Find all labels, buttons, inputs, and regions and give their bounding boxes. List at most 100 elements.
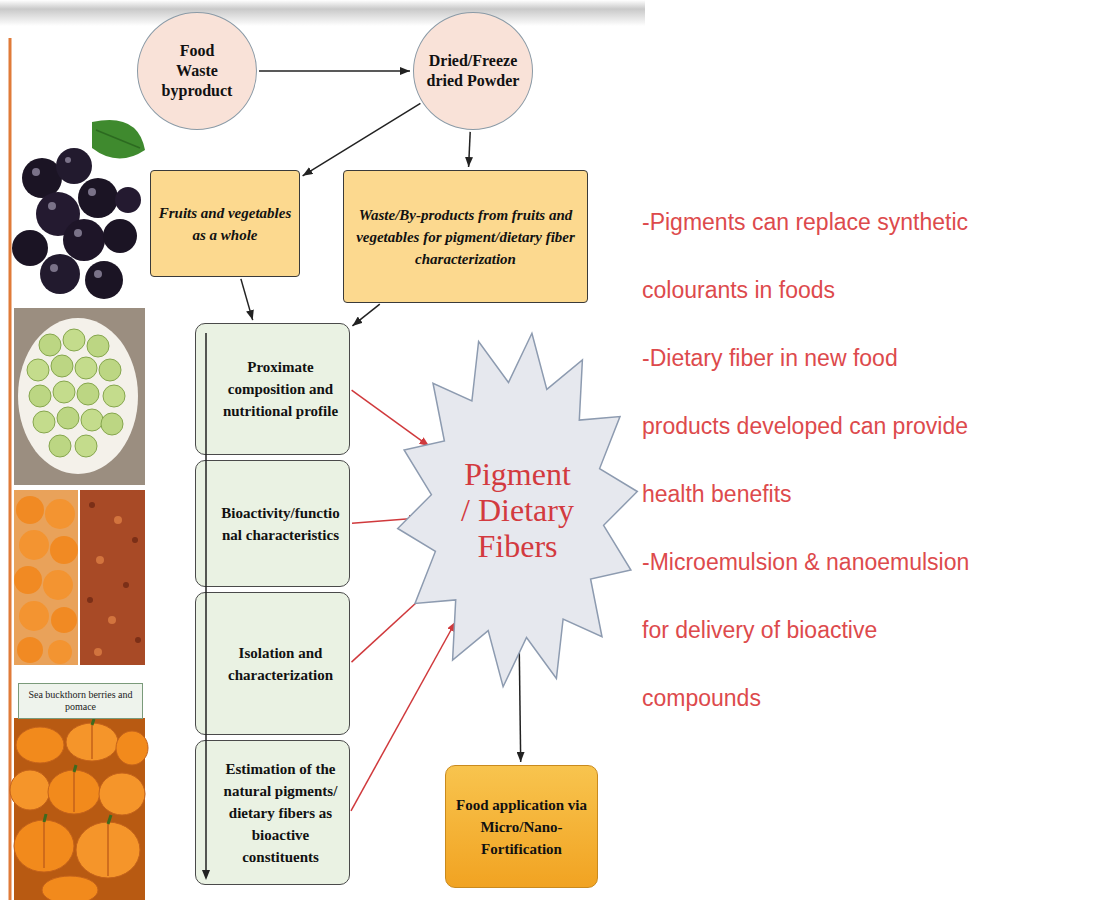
pumpkin	[116, 731, 148, 765]
berry	[27, 359, 49, 381]
highlight	[50, 264, 58, 272]
berry	[45, 499, 75, 529]
pomace-grain	[114, 516, 122, 524]
starburst-shape	[398, 333, 638, 686]
pomace-grain	[94, 648, 102, 656]
blackcurrant-photo	[12, 115, 145, 305]
berry	[53, 381, 75, 403]
highlight	[48, 202, 56, 210]
step-box: Bioactivity/functional characteristics	[195, 460, 350, 587]
berry	[115, 187, 141, 213]
berry	[19, 601, 49, 631]
berry	[63, 329, 85, 351]
pumpkin	[42, 876, 98, 900]
source-circle: Food Waste byproduct	[137, 12, 257, 130]
note-text: -Microemulsion & nanoemulsion for delive…	[642, 528, 982, 732]
berry	[12, 230, 48, 266]
pomace-grain	[89, 502, 95, 508]
pomace-grain	[135, 637, 141, 643]
berry	[17, 637, 43, 663]
sequence-arrow	[205, 333, 207, 872]
node-text: Proximate composition and nutritional pr…	[218, 356, 343, 422]
node-text: Bioactivity/functional characteristics	[218, 502, 343, 546]
pumpkin	[16, 727, 64, 763]
input-box: Waste/By-products from fruits and vegeta…	[343, 170, 588, 303]
feed-arrow	[352, 390, 430, 446]
berry	[56, 148, 92, 184]
berry	[75, 435, 97, 457]
sea-buckthorn-photo	[14, 490, 145, 665]
step-box: Estimation of the natural pigments/ diet…	[195, 740, 350, 885]
flow-arrow	[259, 70, 410, 72]
input-box: Fruits and vegetables as a whole	[150, 170, 300, 277]
starburst: Pigment / Dietary Fibers	[395, 330, 640, 690]
node-text: Food application via Micro/Nano-Fortific…	[452, 794, 591, 860]
berry	[33, 411, 55, 433]
flow-arrow	[469, 132, 471, 167]
top-shadow	[0, 0, 645, 26]
highlight	[74, 229, 82, 237]
pomace-grain	[123, 582, 129, 588]
note-column: -Pigments can replace synthetic colouran…	[642, 188, 982, 732]
berry	[103, 385, 125, 407]
node-text: Sea buckthorn berries and pomace	[23, 689, 138, 713]
side-rule	[9, 38, 12, 900]
highlight	[88, 188, 96, 196]
photo-tag: Sea buckthorn berries and pomace	[18, 683, 143, 719]
berry	[99, 359, 121, 381]
photo-ground	[14, 308, 145, 485]
flow-arrow	[303, 103, 421, 176]
leaf	[92, 120, 145, 159]
berry	[48, 640, 72, 664]
berry	[51, 607, 77, 633]
sequence-arrowhead	[202, 870, 210, 880]
pumpkin-photo	[10, 718, 148, 900]
pumpkin	[99, 773, 145, 815]
berry	[101, 413, 123, 435]
note-text: -Dietary fiber in new food products deve…	[642, 324, 982, 528]
pumpkin	[10, 770, 50, 810]
node-text: Waste/By-products from fruits and vegeta…	[350, 204, 581, 270]
leaf-vein	[96, 130, 140, 148]
bowl	[18, 318, 138, 474]
berry	[16, 496, 44, 524]
pomace-grain	[96, 556, 104, 564]
step-box: Proximate composition and nutritional pr…	[195, 323, 350, 455]
berry	[39, 334, 61, 356]
node-text: Isolation and characterization	[218, 642, 343, 686]
photo-ground	[14, 115, 145, 305]
gooseberry-photo	[14, 308, 145, 485]
berry	[103, 219, 137, 253]
berry	[57, 407, 79, 429]
berry	[81, 409, 103, 431]
berry	[29, 385, 51, 407]
node-text: Estimation of the natural pigments/ diet…	[218, 758, 343, 868]
berry	[50, 536, 78, 564]
pomace-grain	[87, 597, 93, 603]
berry	[77, 383, 99, 405]
step-box: Isolation and characterization	[195, 592, 350, 735]
berry	[51, 355, 73, 377]
pomace-grain	[108, 616, 116, 624]
node-text: Food Waste byproduct	[159, 41, 235, 101]
node-text: Pigment / Dietary Fibers	[458, 456, 578, 564]
output-box: Food application via Micro/Nano-Fortific…	[445, 765, 598, 888]
process-circle: Dried/Freeze dried Powder	[413, 12, 533, 130]
berry	[40, 254, 80, 294]
flow-arrow	[352, 304, 379, 326]
pumpkin-stems	[44, 719, 111, 824]
node-text: Fruits and vegetables as a whole	[157, 202, 293, 246]
pomace-grain	[132, 537, 138, 543]
flow-arrow	[241, 279, 253, 320]
pomace-ground	[80, 490, 145, 665]
berry	[14, 566, 42, 594]
berry	[19, 530, 49, 560]
berry	[63, 219, 105, 261]
photo-ground	[14, 490, 78, 665]
berry	[22, 158, 62, 198]
berry	[49, 435, 71, 457]
note-text: -Pigments can replace synthetic colouran…	[642, 188, 982, 324]
berry	[87, 335, 109, 357]
berry	[75, 357, 97, 379]
